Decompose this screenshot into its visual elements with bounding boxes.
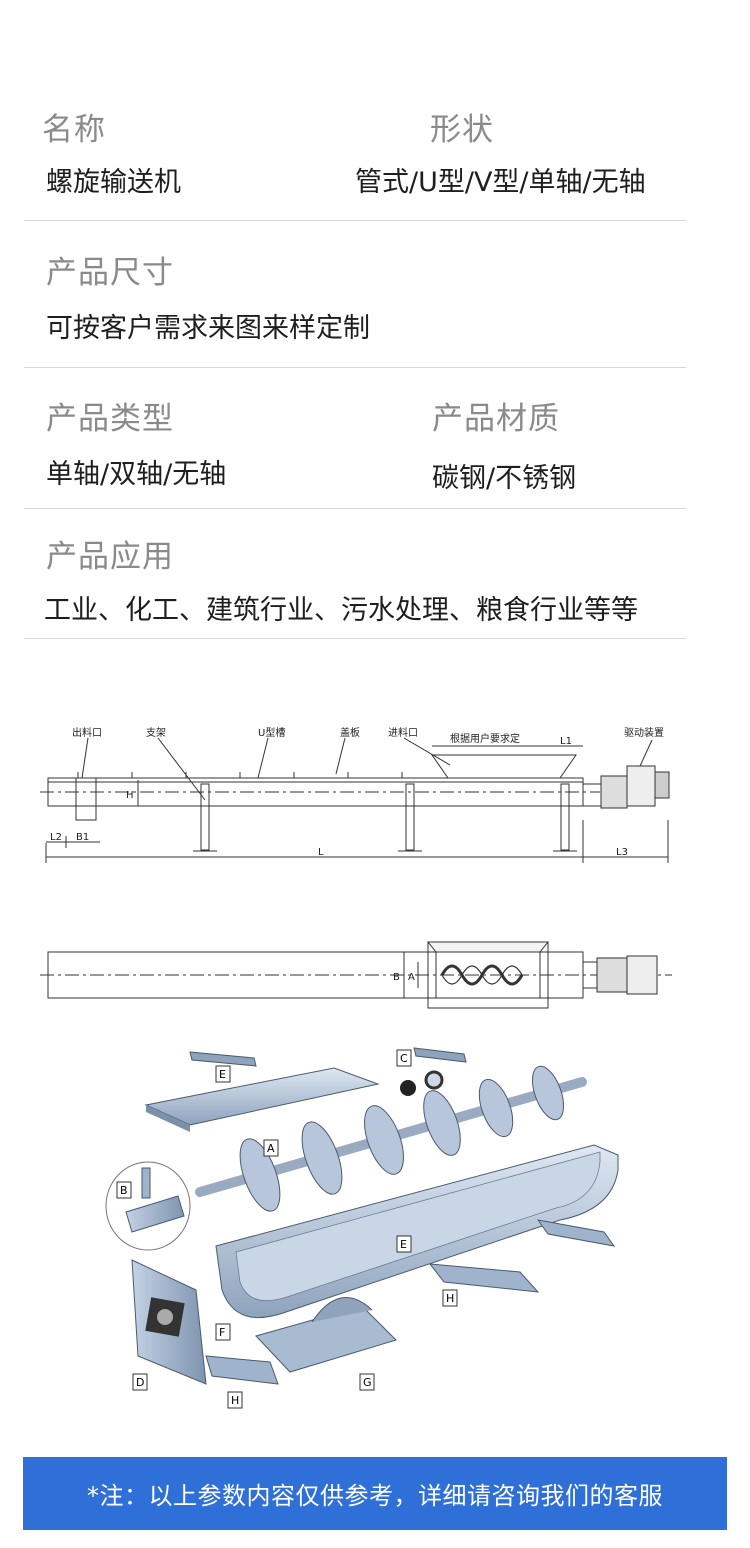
label-L1: L1 <box>560 736 572 747</box>
exploded-view <box>105 1047 619 1385</box>
part-letter-G: G <box>359 1373 375 1391</box>
spec-application-label: 产品应用 <box>46 539 174 575</box>
svg-text:D: D <box>136 1376 144 1389</box>
label-cover: 盖板 <box>340 726 360 739</box>
label-custom-length: 根据用户要求定 <box>450 732 520 745</box>
divider <box>24 638 686 639</box>
label-L3: L3 <box>616 847 628 858</box>
spec-material-label: 产品材质 <box>432 401 560 437</box>
consult-notice-banner: *注：以上参数内容仅供参考，详细请咨询我们的客服 <box>23 1457 727 1530</box>
svg-text:E: E <box>400 1238 407 1251</box>
top-view <box>40 941 672 1009</box>
part-letters: A B C D E E F G H H <box>116 1049 458 1409</box>
spec-size-value: 可按客户需求来图来样定制 <box>46 313 370 344</box>
spec-material-value: 碳钢/不锈钢 <box>432 463 577 494</box>
screw-conveyor-drawing: 出料口 支架 U型槽 盖板 进料口 根据用户要求定 L1 驱动装置 L L3 L… <box>40 726 672 1409</box>
label-L: L <box>318 847 324 858</box>
part-letter-H: H <box>227 1391 243 1409</box>
label-support: 支架 <box>146 727 166 739</box>
svg-text:A: A <box>267 1142 275 1155</box>
part-letter-B: B <box>116 1181 132 1199</box>
spec-type-label: 产品类型 <box>46 401 174 437</box>
svg-text:C: C <box>400 1052 408 1065</box>
spec-shape-label: 形状 <box>430 112 494 148</box>
label-H: H <box>126 790 134 801</box>
svg-text:H: H <box>446 1292 454 1305</box>
spec-shape-value: 管式/U型/V型/单轴/无轴 <box>355 167 646 198</box>
spec-type-value: 单轴/双轴/无轴 <box>46 459 227 490</box>
svg-text:B: B <box>120 1184 128 1197</box>
part-letter-E: E <box>396 1235 412 1253</box>
spec-application-value: 工业、化工、建筑行业、污水处理、粮食行业等等 <box>44 595 638 626</box>
part-letter-E: E <box>215 1065 231 1083</box>
label-A: A <box>408 972 415 983</box>
spec-name-value: 螺旋输送机 <box>46 167 181 198</box>
svg-text:E: E <box>219 1068 226 1081</box>
consult-notice-text: *注：以上参数内容仅供参考，详细请咨询我们的客服 <box>87 1482 663 1510</box>
label-B: B <box>393 972 400 983</box>
divider <box>24 508 686 509</box>
spec-size-label: 产品尺寸 <box>46 255 174 291</box>
svg-text:H: H <box>231 1394 239 1407</box>
side-view <box>40 737 670 863</box>
spec-name-label: 名称 <box>42 112 106 148</box>
part-letter-D: D <box>132 1373 148 1391</box>
divider <box>24 220 686 221</box>
svg-text:F: F <box>219 1326 225 1339</box>
part-letter-F: F <box>215 1323 231 1341</box>
label-B1: B1 <box>76 832 89 843</box>
part-letter-H: H <box>442 1289 458 1307</box>
side-view-labels: 出料口 支架 U型槽 盖板 进料口 根据用户要求定 L1 驱动装置 L L3 L… <box>50 726 664 858</box>
part-letter-A: A <box>263 1139 279 1157</box>
label-outlet: 出料口 <box>72 726 102 739</box>
label-inlet: 进料口 <box>388 726 418 739</box>
label-drive: 驱动装置 <box>624 726 664 739</box>
top-view-labels: B A <box>393 972 415 983</box>
svg-text:G: G <box>363 1376 372 1389</box>
divider <box>24 367 686 368</box>
label-trough: U型槽 <box>258 726 285 739</box>
part-letter-C: C <box>396 1049 412 1067</box>
label-L2: L2 <box>50 832 62 843</box>
